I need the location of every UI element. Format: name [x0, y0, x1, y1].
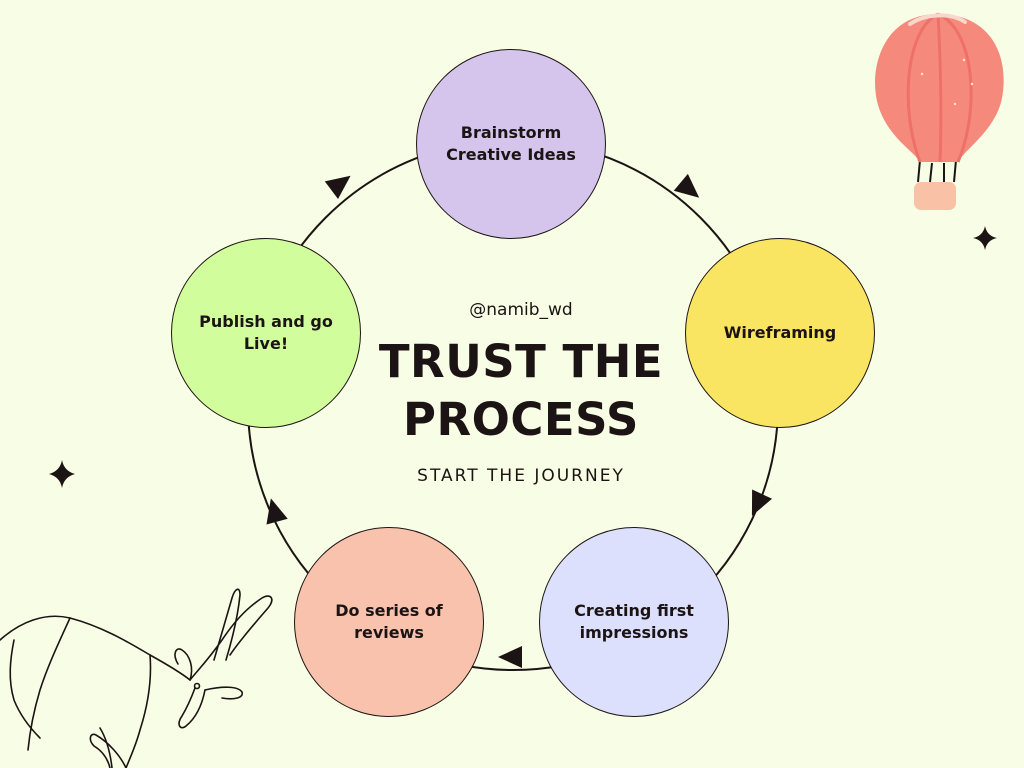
- step-node-creating-impressions: Creating first impressions: [539, 527, 729, 717]
- step-label-publish: Publish and go Live!: [199, 312, 333, 353]
- arrow-publish-to-brainstorm: [324, 175, 351, 200]
- step-label-creating-impressions: Creating first impressions: [574, 601, 694, 642]
- step-label-reviews: Do series of reviews: [335, 601, 443, 642]
- step-label-brainstorm: Brainstorm Creative Ideas: [446, 123, 576, 164]
- antelope-line-drawing-icon: [0, 588, 273, 768]
- arrow-brainstorm-to-wireframing: [673, 173, 700, 198]
- sparkle-star-icon: [49, 460, 75, 488]
- step-node-brainstorm: Brainstorm Creative Ideas: [416, 49, 606, 239]
- step-node-publish: Publish and go Live!: [171, 238, 361, 428]
- step-node-wireframing: Wireframing: [685, 238, 875, 428]
- sparkle-star-icon: [973, 226, 997, 250]
- arrow-impressions-to-reviews: [498, 646, 522, 668]
- arrow-reviews-to-publish: [266, 498, 288, 525]
- step-label-wireframing: Wireframing: [723, 323, 837, 342]
- author-handle: @namib_wd: [469, 300, 573, 320]
- step-node-reviews: Do series of reviews: [294, 527, 484, 717]
- main-title: TRUST THE PROCESS: [378, 335, 664, 446]
- hot-air-balloon-icon: [875, 12, 1004, 210]
- arrow-wireframing-to-impressions: [751, 489, 773, 516]
- subtitle: START THE JOURNEY: [417, 466, 625, 486]
